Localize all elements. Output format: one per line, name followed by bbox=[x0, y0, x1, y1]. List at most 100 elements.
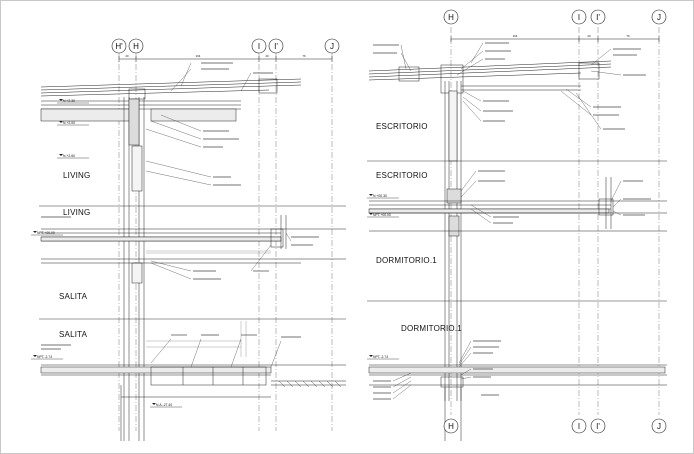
level-marker-icon bbox=[59, 121, 63, 123]
axis-label: J bbox=[657, 422, 661, 431]
axis-label: J bbox=[657, 13, 661, 22]
right-floor-slab bbox=[368, 177, 667, 232]
axis-bubble-left-h: H bbox=[128, 38, 144, 54]
left-level-label-l4: NPT.+00.00 bbox=[37, 231, 55, 235]
level-marker-icon bbox=[33, 355, 37, 357]
left-room-label-salita-mid: SALITA bbox=[59, 292, 88, 301]
left-level-label-l3: N.+2.60 bbox=[63, 154, 75, 158]
right-room-label-escritorio-top: ESCRITORIO bbox=[376, 122, 428, 131]
right-dividers bbox=[367, 160, 667, 302]
right-level-label-l3: NPT.-2.74 bbox=[373, 355, 388, 359]
axis-label: H bbox=[448, 13, 454, 22]
axis-circle bbox=[324, 38, 340, 54]
axis-label: I' bbox=[596, 13, 600, 22]
left-dividers bbox=[39, 205, 346, 320]
right-axis-bubbles: H H I I I' I' J J bbox=[443, 9, 667, 434]
right-roof bbox=[368, 60, 612, 94]
left-level-label-l5: NPT.-2.74 bbox=[37, 355, 52, 359]
level-marker-icon bbox=[369, 355, 373, 357]
right-room-label-dormitorio-mid: DORMITORIO.1 bbox=[376, 256, 437, 265]
axis-circle bbox=[590, 9, 606, 25]
right-dimension-texts: 164 20 76 bbox=[513, 34, 630, 38]
right-dimension-d3: 76 bbox=[626, 34, 630, 38]
axis-bubble-left-j: J bbox=[324, 38, 340, 54]
left-level-label-l6: N.A.-27.40 bbox=[156, 403, 172, 407]
right-leader-lines bbox=[392, 42, 622, 400]
axis-bubble-left-i_prime: I' bbox=[268, 38, 284, 54]
axis-bubble-right-bottom-h: H bbox=[443, 418, 459, 434]
axis-label: H' bbox=[115, 42, 123, 51]
axis-circle bbox=[651, 9, 667, 25]
axis-circle bbox=[111, 38, 127, 54]
axis-circle bbox=[268, 38, 284, 54]
left-dimension-texts: 20 164 20 76 bbox=[125, 54, 306, 58]
left-leader-lines bbox=[145, 62, 292, 368]
level-marker-icon bbox=[33, 231, 37, 233]
left-room-labels: LIVING LIVING SALITA SALITA bbox=[59, 171, 90, 339]
axis-circle bbox=[251, 38, 267, 54]
left-lower-floor bbox=[40, 364, 346, 441]
level-marker-icon bbox=[369, 194, 373, 196]
axis-bubble-right-bottom-i: I bbox=[571, 418, 587, 434]
left-roof-insulation bbox=[40, 108, 132, 122]
axis-bubble-right-top-i: I bbox=[571, 9, 587, 25]
axis-circle bbox=[443, 9, 459, 25]
axis-label: I bbox=[578, 13, 580, 22]
left-dimension-d3: 20 bbox=[265, 54, 269, 58]
axis-circle bbox=[128, 38, 144, 54]
left-level-labels: N.+2.30N.+2.00N.+2.60NPT.+00.00NPT.-2.74… bbox=[31, 99, 182, 408]
left-dimension-d4: 76 bbox=[302, 54, 306, 58]
right-column bbox=[444, 81, 462, 401]
left-dimension-line bbox=[118, 56, 333, 62]
axis-bubble-right-bottom-i_prime: I' bbox=[590, 418, 606, 434]
left-column bbox=[123, 97, 145, 441]
axis-label: I bbox=[258, 42, 260, 51]
right-room-labels: ESCRITORIOESCRITORIODORMITORIO.1DORMITOR… bbox=[376, 122, 462, 333]
left-annotation-strokes bbox=[41, 62, 319, 350]
axis-circle bbox=[443, 418, 459, 434]
right-level-label-l1: N.+00.30 bbox=[373, 194, 387, 198]
axis-circle bbox=[590, 418, 606, 434]
axis-label: I' bbox=[274, 42, 278, 51]
left-section bbox=[39, 53, 346, 441]
right-dimension-d2: 20 bbox=[587, 34, 591, 38]
level-marker-icon bbox=[152, 403, 156, 405]
left-level-label-l2: N.+2.00 bbox=[63, 121, 75, 125]
right-axis-lines bbox=[450, 27, 660, 415]
left-wood-panels bbox=[146, 250, 271, 357]
right-lower-floor bbox=[368, 364, 667, 441]
axis-bubble-right-top-i_prime: I' bbox=[590, 9, 606, 25]
level-marker-icon bbox=[59, 154, 63, 156]
right-room-label-dormitorio-low: DORMITORIO.1 bbox=[401, 324, 462, 333]
right-room-label-escritorio-mid: ESCRITORIO bbox=[376, 171, 428, 180]
right-section bbox=[367, 27, 667, 441]
axis-label: J bbox=[330, 42, 334, 51]
axis-circle bbox=[571, 418, 587, 434]
axis-label: H bbox=[133, 42, 139, 51]
axis-label: I' bbox=[596, 422, 600, 431]
left-dimension-d2: 164 bbox=[196, 54, 201, 58]
right-dimension-d1: 164 bbox=[513, 34, 518, 38]
left-dimension-d1: 20 bbox=[125, 54, 129, 58]
axis-circle bbox=[651, 418, 667, 434]
left-base-hatch bbox=[278, 380, 342, 388]
axis-circle bbox=[571, 9, 587, 25]
level-marker-icon bbox=[59, 99, 63, 101]
left-roof bbox=[40, 78, 302, 110]
axis-bubble-left-i: I bbox=[251, 38, 267, 54]
axis-label: I bbox=[578, 422, 580, 431]
left-room-label-salita-low: SALITA bbox=[59, 330, 88, 339]
axis-bubble-right-bottom-j: J bbox=[651, 418, 667, 434]
left-room-label-living-top: LIVING bbox=[63, 171, 90, 180]
axis-bubble-left-h_prime: H' bbox=[111, 38, 127, 54]
right-level-label-l2: NPT.+00.00 bbox=[373, 213, 391, 217]
left-axis-bubbles: H' H I I' J bbox=[111, 38, 340, 54]
axis-bubble-right-top-j: J bbox=[651, 9, 667, 25]
axis-bubble-right-top-h: H bbox=[443, 9, 459, 25]
left-floor-slab-1 bbox=[40, 215, 346, 264]
left-room-label-living-mid: LIVING bbox=[63, 208, 90, 217]
left-roof-insulation-2 bbox=[150, 108, 237, 122]
left-level-label-l1: N.+2.30 bbox=[63, 99, 75, 103]
